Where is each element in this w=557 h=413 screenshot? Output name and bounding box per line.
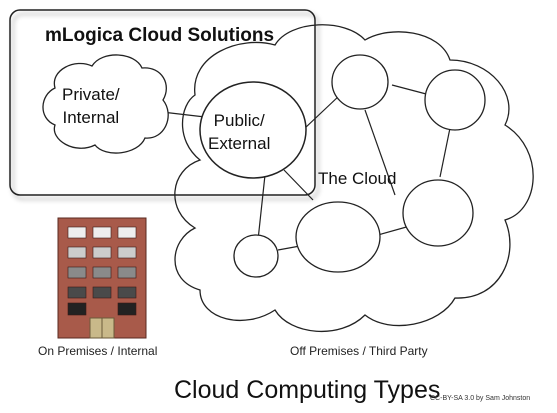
page-title: Cloud Computing Types [174, 376, 441, 404]
license-label: CC-BY-SA 3.0 by Sam Johnston [430, 395, 531, 402]
private-cloud-shape [42, 54, 169, 154]
solutions-box [9, 9, 316, 196]
public-external-label: Public/ External [208, 111, 271, 153]
the-cloud-label: The Cloud [318, 169, 397, 188]
building-window [67, 226, 87, 239]
building-window [117, 302, 137, 316]
building-window [117, 226, 137, 239]
connection-lines [161, 84, 451, 251]
cloud-node-bottom-right [402, 179, 474, 247]
building-window [67, 286, 87, 299]
solutions-title: mLogica Cloud Solutions [45, 25, 275, 46]
building-window [117, 246, 137, 259]
off-premises-label: Off Premises / Third Party [290, 344, 428, 358]
building-window [117, 266, 137, 279]
cloud-node-bottom-center [295, 201, 381, 273]
public-node [199, 81, 307, 179]
cloud-node-right [424, 69, 486, 131]
building-window [92, 246, 112, 259]
building-icon [57, 217, 147, 339]
building-window [67, 266, 87, 279]
cloud-node-bottom-left [233, 234, 279, 278]
building-window [92, 266, 112, 279]
building-window [92, 286, 112, 299]
on-premises-label: On Premises / Internal [38, 344, 158, 358]
building-window [67, 302, 87, 316]
cloud-node-top [331, 54, 389, 110]
private-internal-label: Private/ Internal [62, 85, 120, 127]
building-window [92, 226, 112, 239]
building-window [67, 246, 87, 259]
building-window [117, 286, 137, 299]
